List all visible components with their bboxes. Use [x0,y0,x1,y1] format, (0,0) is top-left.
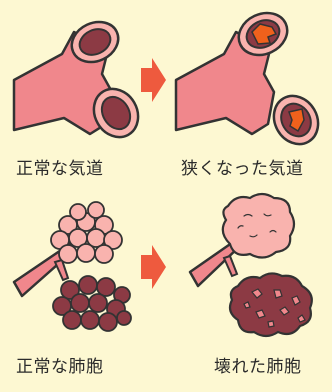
label-damaged-alveoli: 壊れた肺胞 [214,352,302,377]
arrow-bottom [141,245,166,289]
damaged-alveoli-illustration [190,194,312,336]
narrowed-airway-illustration [176,5,327,152]
normal-airway-illustration [14,15,147,146]
arrow-top [141,58,166,102]
normal-alveoli-illustration [14,202,131,331]
label-normal-alveoli: 正常な肺胞 [16,352,104,377]
label-normal-airway: 正常な気道 [16,154,104,179]
label-narrowed-airway: 狭くなった気道 [181,154,304,179]
